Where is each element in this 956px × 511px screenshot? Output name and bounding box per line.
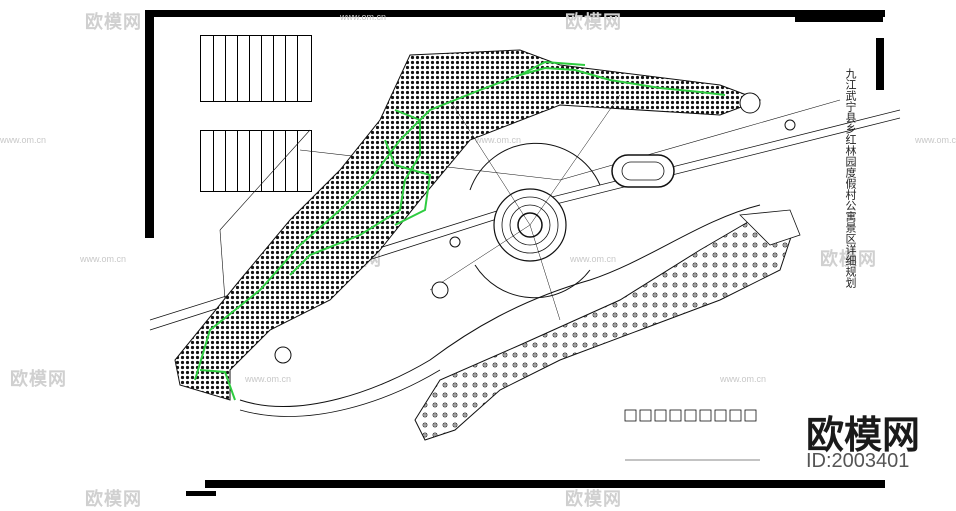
frame-bottom-left-bar	[186, 491, 216, 496]
image-id-label: ID:2003401	[806, 450, 910, 472]
legend-symbols	[624, 409, 757, 422]
indicator-table-2	[200, 130, 312, 192]
watermark-brand-4: 欧模网	[820, 249, 877, 269]
villa-zone	[414, 214, 796, 441]
watermark-site-1: www.om.cn	[340, 12, 387, 22]
frame-top-bar	[145, 10, 885, 17]
frame-right-bar	[876, 38, 884, 90]
watermark-site-6: www.om.cn	[570, 254, 617, 264]
watermark-brand-1: 欧模网	[85, 12, 142, 32]
frame-left-bar	[145, 10, 154, 238]
watermark-site-5: www.om.cn	[80, 254, 127, 264]
plan-title: 九江武宁县乡红林园度假村公寓景区详细规划	[844, 68, 857, 288]
watermark-site-8: www.om.cn	[720, 374, 767, 384]
central-plaza	[429, 94, 621, 321]
watermark-brand-5: 欧模网	[10, 369, 67, 389]
watermark-brand-2: 欧模网	[565, 12, 622, 32]
watermark-site-2: www.om.cn	[0, 135, 47, 145]
watermark-site-7: www.om.cn	[245, 374, 292, 384]
frame-bottom-bar	[205, 480, 885, 488]
indicator-table-1	[200, 35, 312, 102]
watermark-site-3: www.om.cn	[475, 135, 522, 145]
residential-zone	[174, 49, 762, 401]
brand-logo: 欧模网	[806, 415, 921, 457]
frame-right-top-bar	[795, 16, 883, 22]
green-walkway	[194, 60, 726, 401]
watermark-site-4: www.om.cn	[915, 135, 956, 145]
sports-track	[611, 154, 675, 188]
